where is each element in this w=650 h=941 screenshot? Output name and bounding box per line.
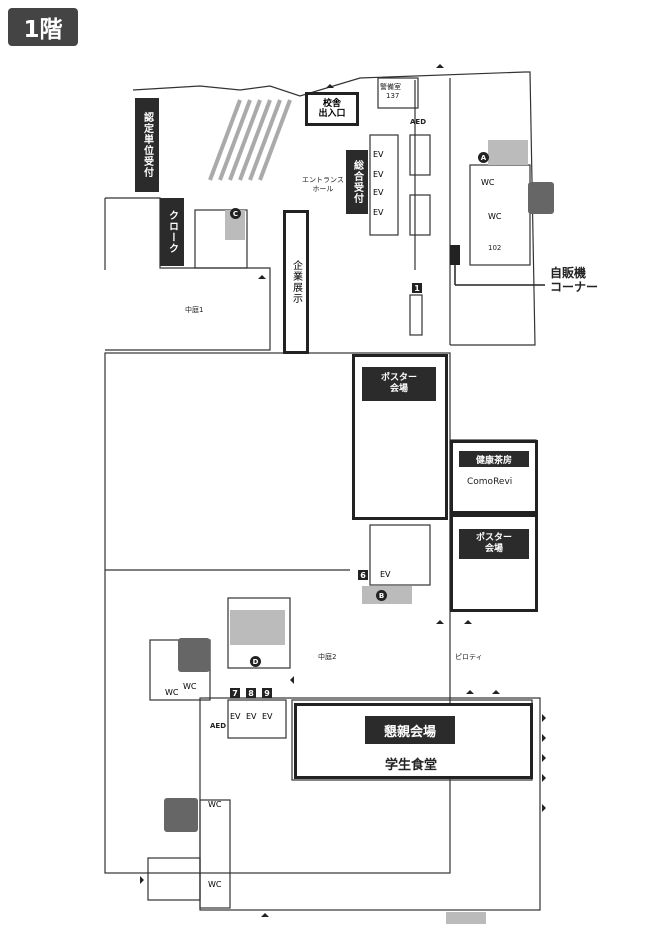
aed-label: AED [410,118,427,126]
elevator-number: 6 [358,570,368,580]
elevator-label: EV [230,712,241,721]
elevator-number: 9 [262,688,272,698]
marker-d: D [250,656,261,667]
poster-hall: ポスター 会場 [362,367,436,401]
wc-label: WC [481,178,495,187]
entrance-hall: エントランス ホール [302,176,344,193]
elevator-number: 7 [230,688,240,698]
aed-label-2: AED [210,722,227,730]
general-reception: 総合受付 [346,150,368,214]
corporate-exhibit: 企業展示 [283,210,309,354]
elevator-label: EV [373,150,384,159]
toilet-icon [178,638,210,672]
elevator-number: 8 [246,688,256,698]
cafe: 健康茶房 [459,451,529,467]
toilet-icon [528,182,554,214]
marker-c: C [230,208,241,219]
guard-room-no: 137 [386,92,400,100]
wc-label: WC [488,212,502,221]
wc-label: WC [165,688,179,697]
credit-reception: 認定単位受付 [135,98,159,192]
elevator-label: EV [380,570,391,579]
reception-hall: 懇親会場 [365,716,455,744]
courtyard-1: 中庭1 [185,306,204,314]
floor-badge: 1階 [8,8,78,46]
school-entrance: 校舎 出入口 [318,99,346,119]
elevator-number: 1 [412,283,422,293]
guard-room: 警備室 [380,83,401,91]
wc-label: WC [208,800,222,809]
vending-corner: 自販機 コーナー [550,266,599,294]
elevator-label: EV [373,208,384,217]
elevator-label: EV [373,170,384,179]
courtyard-2: 中庭2 [318,653,337,661]
marker-b: B [376,590,387,601]
wc-label: WC [183,682,197,691]
wc-label: WC [208,880,222,889]
cloak: クローク [160,198,184,266]
elevator-label: EV [373,188,384,197]
cafeteria: 学生食堂 [385,758,438,773]
poster-hall-2: ポスター 会場 [459,529,529,559]
toilet-icon [164,798,198,832]
room-102: 102 [488,244,502,252]
cafe-name: ComoRevi [467,477,513,487]
pilotis: ピロティ [455,653,483,661]
marker-a: A [478,152,489,163]
elevator-label: EV [246,712,257,721]
elevator-label: EV [262,712,273,721]
